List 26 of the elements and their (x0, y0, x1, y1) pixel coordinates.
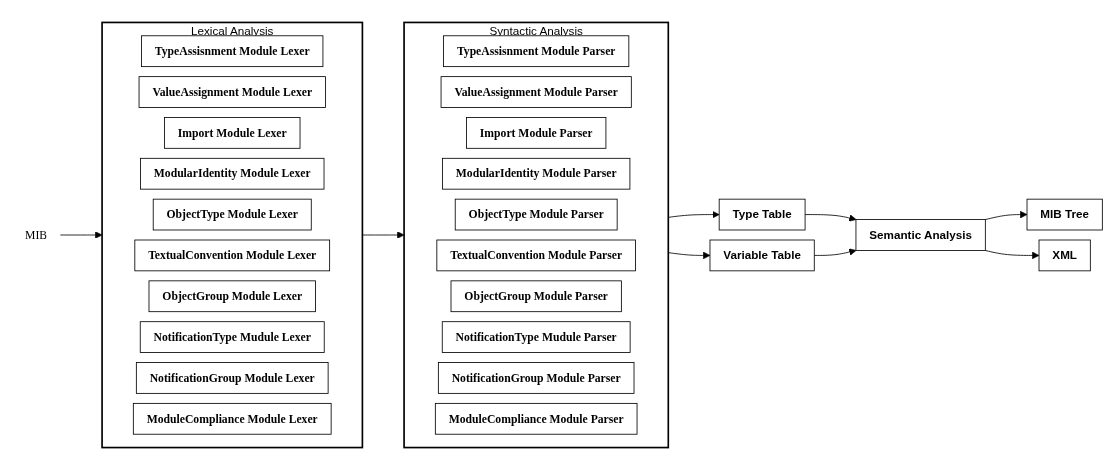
node-box: Import Module Lexer (164, 117, 301, 149)
node-box: TypeAssisnment Module Lexer (141, 35, 324, 68)
node-box: ValueAssignment Module Lexer (138, 76, 326, 108)
node-box: XML (1038, 239, 1091, 272)
node-box: Variable Table (709, 239, 815, 272)
node-box: ObjectGroup Module Lexer (148, 280, 316, 313)
node-box: TextualConvention Module Parser (436, 239, 636, 272)
node-box: ModuleCompliance Module Parser (434, 402, 638, 435)
node-box: TypeAssisnment Module Parser (443, 35, 630, 68)
node-box: Type Table (718, 198, 806, 231)
node-box: ModularIdentity Module Parser (442, 157, 631, 190)
node-box: ObjectType Module Parser (454, 198, 618, 231)
node-box: MIB Tree (1026, 198, 1103, 231)
node-box: ValueAssignment Module Parser (440, 76, 632, 108)
node-box: ModuleCompliance Module Lexer (132, 402, 332, 435)
node-box: ModularIdentity Module Lexer (140, 157, 325, 190)
node-box: NotificationType Mudule Parser (441, 321, 631, 353)
node-box: NotificationGroup Module Lexer (135, 362, 329, 394)
node-box: Semantic Analysis (855, 219, 986, 251)
node-text: MIB (25, 228, 48, 242)
node-box: NotificationType Mudule Lexer (139, 321, 325, 353)
node-box: TextualConvention Module Lexer (134, 239, 331, 272)
node-box: NotificationGroup Module Parser (437, 362, 635, 394)
node-box: ObjectType Module Lexer (152, 198, 312, 231)
node-box: ObjectGroup Module Parser (450, 280, 622, 313)
node-box: Import Module Parser (466, 117, 607, 149)
